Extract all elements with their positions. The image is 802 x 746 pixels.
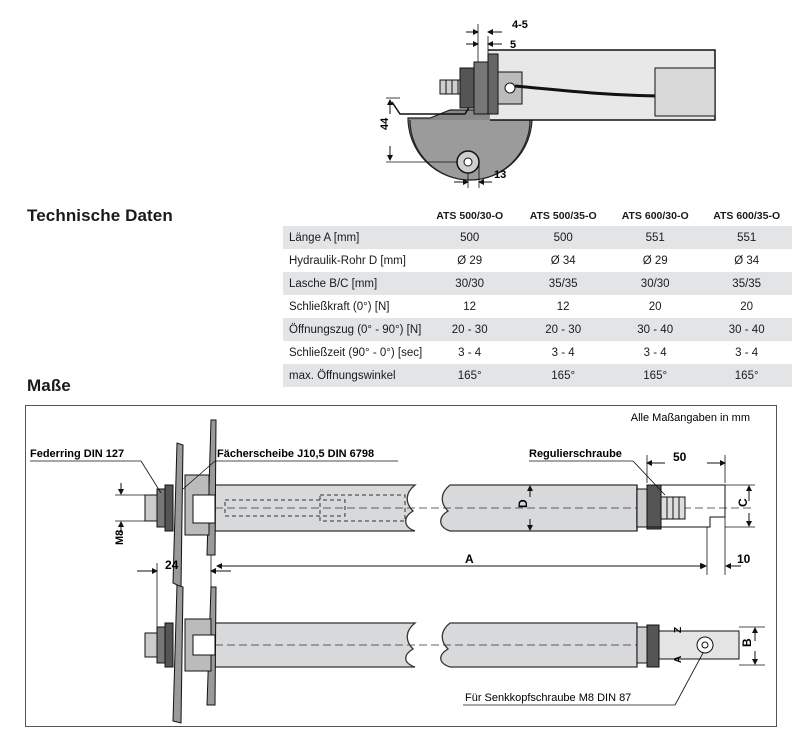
table-row: Schließkraft (0°) [N] 12 12 20 20 (283, 295, 792, 318)
table-cell: 165° (701, 364, 793, 387)
specs-col-header: ATS 500/30-O (436, 210, 504, 222)
table-cell: 30/30 (609, 272, 702, 295)
table-cell: 551 (609, 226, 702, 249)
faecherscheibe-label: Fächerscheibe J10,5 DIN 6798 (217, 448, 374, 460)
senkkopf-label: Für Senkkopfschraube M8 DIN 87 (465, 692, 631, 704)
dimensions-heading: Maße (27, 376, 71, 395)
dim-4-5: 4-5 (512, 19, 528, 31)
table-cell: 35/35 (517, 272, 610, 295)
table-cell: 20 - 30 (517, 318, 610, 341)
dimension-drawing-frame (25, 405, 777, 727)
row-label: Öffnungszug (0° - 90°) [N] (283, 318, 423, 341)
table-row: Länge A [mm] 500 500 551 551 (283, 226, 793, 249)
dim-10: 10 (737, 552, 751, 566)
table-cell: 551 (701, 226, 793, 249)
specs-header-row: ATS 500/30-O ATS 500/35-O ATS 600/30-O A… (283, 206, 792, 226)
dimension-drawing: Alle Maßangaben in mm Federring DIN 127 … (30, 412, 765, 724)
specs-col-header: ATS 600/35-O (713, 210, 781, 222)
dim-24: 24 (165, 558, 179, 572)
table-cell: 3 - 4 (551, 346, 575, 359)
table-cell: Ø 29 (457, 254, 483, 267)
dim-50: 50 (673, 450, 687, 464)
table-cell: 165° (422, 364, 518, 387)
dim-d: D (516, 499, 530, 508)
specs-heading: Technische Daten (27, 206, 173, 225)
row-label: Hydraulik-Rohr D [mm] (289, 254, 406, 267)
dim-c: C (736, 498, 750, 507)
top-installation-drawing: 4-5 5 44 13 (379, 19, 716, 188)
table-cell: 30 - 40 (701, 318, 793, 341)
row-label: Lasche B/C [mm] (283, 272, 423, 295)
specs-table: ATS 500/30-O ATS 500/35-O ATS 600/30-O A… (283, 206, 793, 387)
table-cell: 500 (422, 226, 518, 249)
table-cell: 35/35 (701, 272, 793, 295)
dim-a-small: A (673, 656, 684, 663)
table-row: Hydraulik-Rohr D [mm] Ø 29 Ø 34 Ø 29 Ø 3… (283, 249, 792, 272)
table-cell: 20 - 30 (422, 318, 518, 341)
dim-b: B (740, 638, 754, 647)
dim-5: 5 (510, 39, 516, 51)
table-cell: 20 (740, 300, 754, 313)
table-cell: 500 (517, 226, 610, 249)
dim-m8: M8 (114, 530, 126, 545)
units-note: Alle Maßangaben in mm (631, 412, 750, 424)
row-label: Schließkraft (0°) [N] (289, 300, 390, 313)
table-cell: 3 - 4 (458, 346, 482, 359)
table-cell: 3 - 4 (735, 346, 759, 359)
table-cell: 30/30 (422, 272, 518, 295)
table-cell: 12 (463, 300, 477, 313)
row-label: Länge A [mm] (283, 226, 423, 249)
row-label: max. Öffnungswinkel (283, 364, 423, 387)
specs-col-header: ATS 500/35-O (529, 210, 597, 222)
dim-z: Z (673, 627, 684, 633)
regulierschraube-label: Regulierschraube (529, 448, 622, 460)
table-cell: 20 (648, 300, 662, 313)
specs-col-header: ATS 600/30-O (621, 210, 689, 222)
dim-44: 44 (379, 117, 391, 130)
table-cell: Ø 34 (550, 254, 576, 267)
table-cell: 165° (609, 364, 702, 387)
lower-assembly (144, 584, 745, 724)
table-row: Schließzeit (90° - 0°) [sec] 3 - 4 3 - 4… (283, 341, 792, 364)
table-row: max. Öffnungswinkel 165° 165° 165° 165° (283, 364, 793, 387)
table-row: Lasche B/C [mm] 30/30 35/35 30/30 35/35 (283, 272, 793, 295)
table-cell: 3 - 4 (643, 346, 667, 359)
dim-a: A (465, 552, 474, 566)
table-cell: 165° (517, 364, 610, 387)
dim-13: 13 (494, 169, 506, 181)
table-cell: 30 - 40 (609, 318, 702, 341)
row-label: Schließzeit (90° - 0°) [sec] (289, 346, 423, 359)
table-row: Öffnungszug (0° - 90°) [N] 20 - 30 20 - … (283, 318, 793, 341)
table-cell: Ø 29 (642, 254, 668, 267)
specs-header-blank (283, 206, 422, 226)
table-cell: 12 (556, 300, 570, 313)
upper-assembly (144, 419, 755, 588)
table-cell: Ø 34 (734, 254, 760, 267)
federring-label: Federring DIN 127 (30, 448, 124, 460)
